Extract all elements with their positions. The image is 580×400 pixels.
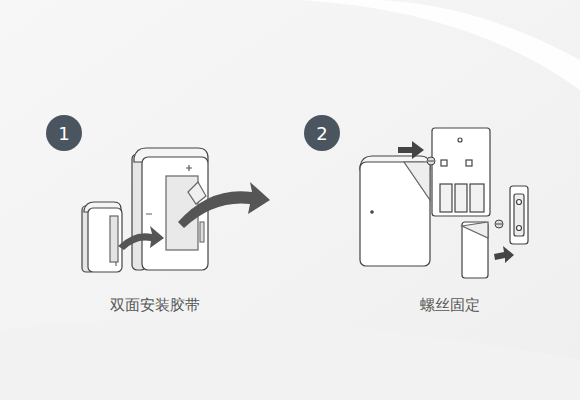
magnet-part [462,222,488,278]
mounting-plate [432,128,490,216]
step-caption: 螺丝固定 [420,296,480,315]
magnet-part [82,202,122,272]
step-caption: 双面安装胶带 [110,296,200,315]
screw [427,157,503,228]
peel-arrow [178,182,270,228]
step-number-circle: 2 [304,115,340,151]
magnet-base [510,186,528,244]
sensor-body [360,156,430,266]
assembly-arrow [494,246,514,263]
assembly-arrow [398,141,424,159]
peel-arrow [118,226,164,250]
light-streak [300,0,580,90]
floor-shade [0,320,580,400]
step-number: 2 [316,123,327,144]
step-number-circle: 1 [46,115,82,151]
step-number: 1 [58,123,69,144]
